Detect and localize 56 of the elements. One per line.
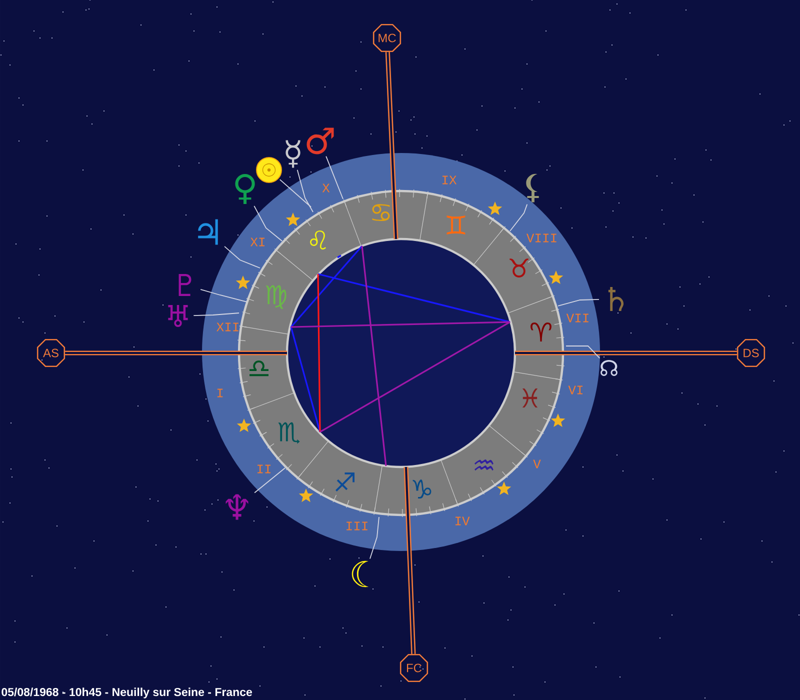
house-numeral: VIII xyxy=(526,234,556,242)
house-numeral: VI xyxy=(568,386,582,394)
leader-line xyxy=(254,468,286,494)
leader-line xyxy=(224,246,260,268)
house-numeral: IV xyxy=(456,516,470,526)
zodiac-symbol: ♏ xyxy=(278,422,300,444)
planet-symbol: ♅ xyxy=(168,305,188,327)
planet-symbol: ♇ xyxy=(178,274,192,296)
planet-symbol: ♃ xyxy=(198,219,218,245)
zodiac-symbol: ♒ xyxy=(474,459,494,471)
house-numeral: I xyxy=(217,388,223,398)
house-numeral: II xyxy=(258,464,271,474)
axis-line xyxy=(385,52,398,240)
house-numeral: IX xyxy=(442,176,457,184)
octagon-label: FC xyxy=(400,654,428,682)
zodiac-symbol: ♐ xyxy=(336,472,354,492)
house-numeral: X xyxy=(322,184,330,192)
leader-line xyxy=(296,169,314,212)
zodiac-symbol: ♎ xyxy=(250,360,268,376)
house-numeral: XI xyxy=(250,238,265,246)
house-numeral: III xyxy=(346,522,368,530)
axis-line xyxy=(515,350,737,356)
zodiac-symbol: ♌ xyxy=(310,230,326,250)
leader-line xyxy=(566,346,600,359)
planet-symbol: ♀ xyxy=(235,174,255,204)
house-numeral: VII xyxy=(566,314,588,322)
planet-symbol: ☊ xyxy=(600,360,618,376)
leader-line xyxy=(558,299,600,306)
leader-line xyxy=(200,289,248,302)
planet-symbol: ♆ xyxy=(226,494,248,520)
zodiac-symbol: ♉ xyxy=(510,258,528,278)
caption-text: 05/08/1968 - 10h45 - Neuilly sur Seine - France xyxy=(2,688,252,698)
octagon-label: AS xyxy=(36,338,66,368)
planet-symbol: ♄ xyxy=(608,286,624,312)
zodiac-symbol: ♍ xyxy=(266,285,286,309)
axis-line xyxy=(65,350,287,356)
octagon-label: DS xyxy=(736,338,766,368)
zodiac-symbol: ♊ xyxy=(446,215,466,234)
house-numeral: XII xyxy=(216,322,238,332)
house-numeral: V xyxy=(533,460,541,468)
zodiac-symbol: ♋ xyxy=(372,204,390,221)
planet-symbol: ☿ xyxy=(286,140,300,168)
octagon-label: MC xyxy=(372,24,402,52)
leader-line xyxy=(254,206,282,242)
axis-line xyxy=(404,466,416,654)
zodiac-symbol: ♓ xyxy=(522,388,538,408)
planet-symbol: ⚸ xyxy=(526,174,539,202)
leader-line xyxy=(326,156,344,200)
planet-symbol: ☾ xyxy=(352,560,368,588)
leader-line xyxy=(510,204,528,232)
leader-line xyxy=(279,179,312,208)
leader-line xyxy=(370,516,380,560)
zodiac-symbol: ♑ xyxy=(412,480,432,498)
zodiac-symbol: ♈ xyxy=(530,322,552,342)
planet-symbol: ♂ xyxy=(306,128,334,154)
leader-line xyxy=(193,312,240,316)
